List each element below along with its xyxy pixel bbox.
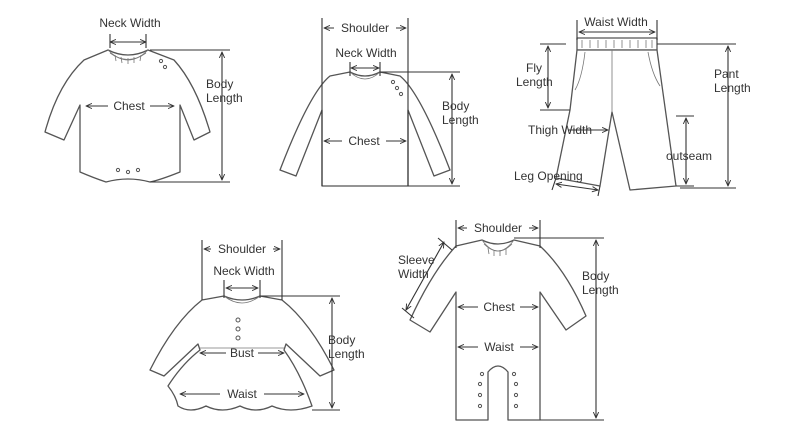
bodysuit-body-length-label: Body	[206, 77, 233, 91]
pants-pant-length-label-2: Length	[714, 81, 751, 95]
romper-body-length-label-2: Length	[582, 283, 619, 297]
pants-thigh-width-label: Thigh Width	[528, 123, 592, 137]
bodysuit-neck-width-label: Neck Width	[99, 16, 160, 30]
dress-neck-width-label: Neck Width	[213, 264, 274, 278]
bodysuit-body-length-label-2: Length	[206, 91, 243, 105]
pants-diagram: Waist Width Fly Length Thigh Width Leg O…	[514, 15, 751, 197]
pants-pocket	[574, 51, 586, 91]
romper-outline	[409, 239, 587, 421]
dress-bust-label: Bust	[230, 346, 255, 360]
shirt-diagram: Shoulder Neck Width Chest Body Length	[279, 18, 479, 187]
pants-fly-length-label-2: Length	[516, 75, 553, 89]
romper-diagram: Shoulder Sleeve Width Chest Waist Body L…	[398, 220, 619, 421]
shirt-chest-label: Chest	[348, 134, 380, 148]
dress-body-length-label-2: Length	[328, 347, 365, 361]
romper-body-length-label: Body	[582, 269, 609, 283]
dress-collar	[223, 295, 261, 304]
pants-leg-opening-label: Leg Opening	[514, 169, 583, 183]
shirt-neck-width-label: Neck Width	[335, 46, 396, 60]
bodysuit-button	[158, 58, 164, 64]
dress-outline	[149, 295, 335, 411]
romper-sleeve-width-label-2: Width	[398, 267, 429, 281]
pants-waistband	[576, 37, 658, 51]
bodysuit-chest-label: Chest	[113, 99, 145, 113]
shirt-body-length-label-2: Length	[442, 113, 479, 127]
romper-waist-label: Waist	[484, 340, 514, 354]
shirt-collar	[349, 71, 381, 80]
pants-fly-length-label: Fly	[526, 61, 542, 75]
shirt-body-length-label: Body	[442, 99, 469, 113]
bodysuit-diagram: Neck Width Chest Body Length	[44, 16, 243, 183]
pants-waist-width-label: Waist Width	[584, 15, 648, 29]
dress-shoulder-label: Shoulder	[218, 242, 266, 256]
dress-waist-label: Waist	[227, 387, 257, 401]
shirt-outline	[279, 71, 451, 187]
romper-sleeve-width-label: Sleeve	[398, 253, 435, 267]
dress-body-length-label: Body	[328, 333, 355, 347]
dress-diagram: Shoulder Neck Width Bust Waist Body Leng…	[149, 240, 365, 411]
romper-chest-label: Chest	[483, 300, 515, 314]
romper-shoulder-label: Shoulder	[474, 221, 522, 235]
shirt-shoulder-label: Shoulder	[341, 21, 389, 35]
pants-pant-length-label: Pant	[714, 67, 739, 81]
pants-outseam-label: outseam	[666, 149, 712, 163]
bodysuit-outline	[44, 49, 211, 183]
